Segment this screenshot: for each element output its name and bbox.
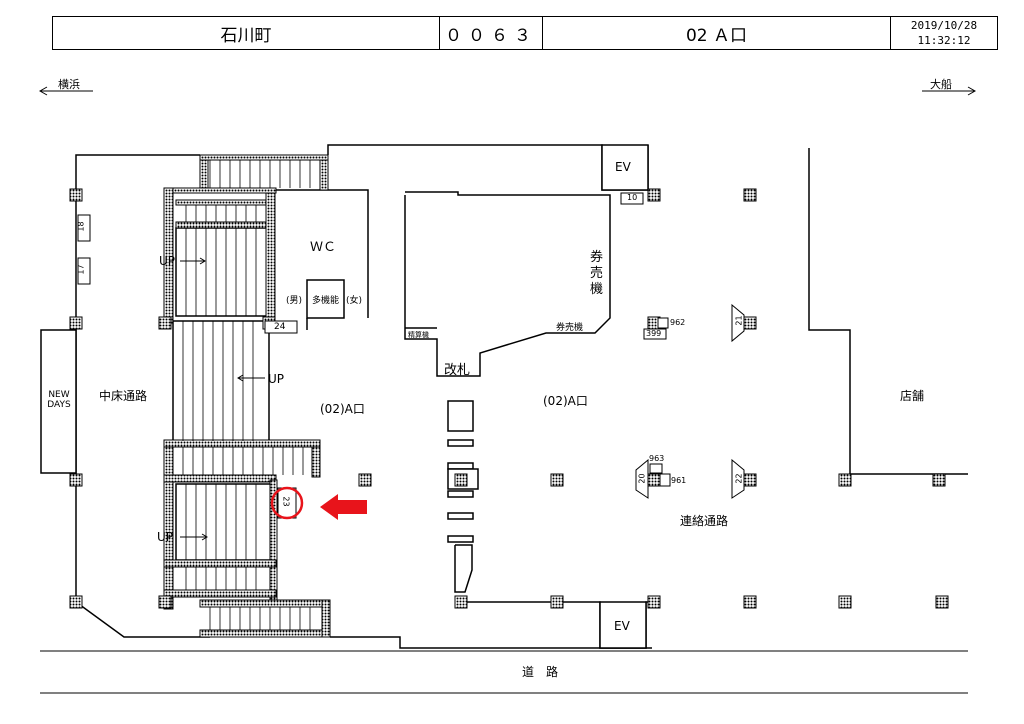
- direction-arrow-left: [38, 86, 93, 96]
- sign-21-label: 21: [734, 315, 744, 326]
- ev-bottom-box: [599, 601, 647, 649]
- sign-20-box: [635, 458, 649, 499]
- sign-22-box: [731, 458, 745, 499]
- wc-label: ＷＣ: [310, 240, 337, 255]
- timestamp: 2019/10/28 11:32:12: [891, 17, 997, 49]
- sign-962-box: [657, 317, 669, 329]
- sign-963-label: 963: [649, 454, 665, 463]
- sign-18-box: [77, 214, 91, 242]
- highlight-arrow: [320, 494, 367, 520]
- store-label: 店舗: [900, 389, 925, 403]
- date-text: 2019/10/28: [910, 19, 978, 32]
- up-label-mid: UP: [268, 372, 285, 386]
- gate-label: 改札: [444, 363, 471, 378]
- header-bar: 石川町 ００６３ 02 Ａ口 2019/10/28 11:32:12: [52, 16, 998, 50]
- female-label: (女): [346, 296, 363, 306]
- multi-toilet: [306, 279, 345, 319]
- stairs-up-bottom: [175, 483, 273, 561]
- stairs-up-top: [175, 227, 273, 317]
- gate-barrier: [447, 400, 474, 432]
- ticket-machine-label: 券売機: [556, 323, 584, 333]
- sign-20-label: 20: [637, 473, 647, 484]
- up-label-top: UP: [159, 254, 176, 268]
- mid-passage-label: 中床通路: [99, 389, 148, 403]
- exit-a-right-label: (02)A口: [543, 394, 588, 408]
- wall-top: [327, 144, 649, 191]
- sign-18-label: 18: [76, 221, 86, 232]
- ev-bottom-label: EV: [614, 619, 630, 633]
- station-code: ００６３: [440, 17, 543, 49]
- stairs-up-mid: [172, 320, 270, 442]
- newdays-box: [40, 329, 77, 474]
- store-wall: [808, 148, 968, 475]
- sign-21-box: [731, 303, 745, 343]
- sign-10-label: 10: [627, 193, 638, 202]
- sign-22-label: 22: [734, 473, 744, 484]
- multi-toilet-label: 多機能: [312, 296, 340, 306]
- station-name: 石川町: [53, 17, 440, 49]
- ev-top-label: EV: [615, 160, 631, 174]
- sign-963-box: [649, 463, 663, 474]
- sign-23-label: 23: [281, 496, 291, 507]
- direction-left-label: 横浜: [58, 78, 80, 91]
- time-text: 11:32:12: [917, 34, 971, 47]
- sign-961-box: [659, 473, 671, 487]
- ev-top-box: [601, 144, 649, 191]
- ticket-office: [404, 191, 611, 377]
- wall-bottom: [330, 636, 652, 649]
- direction-arrow-right: [922, 86, 977, 96]
- exit-name: 02 Ａ口: [543, 17, 891, 49]
- sign-962-label: 962: [670, 318, 686, 327]
- highlight-circle: [270, 486, 304, 520]
- ticket-machine-vertical-label: 券売機: [590, 250, 604, 297]
- sign-17-box: [77, 257, 91, 285]
- sign-24-box: [264, 320, 298, 334]
- newdays-label: NEW DAYS: [47, 390, 71, 410]
- up-label-bottom: UP: [157, 530, 174, 544]
- wc-wall: [276, 189, 369, 318]
- male-label: (男): [286, 296, 303, 306]
- sign-399-box: [643, 328, 667, 340]
- sign-961-label: 961: [671, 476, 687, 485]
- exit-a-left-label: (02)A口: [320, 402, 365, 416]
- stair-wall: [199, 154, 329, 161]
- connecting-passage-label: 連絡通路: [680, 514, 729, 528]
- direction-right-label: 大船: [930, 78, 952, 91]
- seisan-label: 精算機: [408, 331, 429, 339]
- sign-24-label: 24: [274, 322, 286, 332]
- sign-17-label: 17: [76, 264, 86, 275]
- sign-10-box: [620, 192, 644, 205]
- road-label: 道 路: [522, 665, 559, 679]
- sign-399-label: 399: [646, 329, 662, 338]
